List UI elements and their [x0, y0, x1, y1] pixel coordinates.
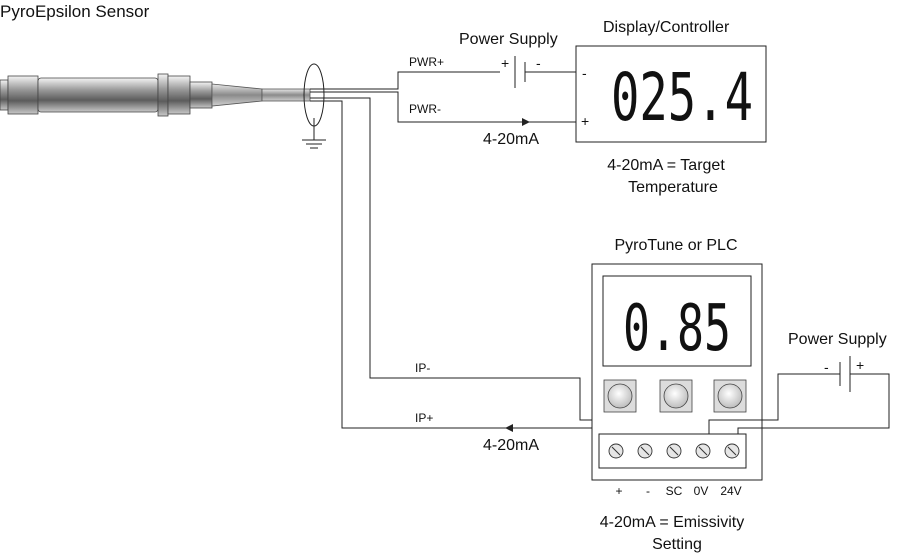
- power-supply-right-plus: +: [856, 357, 864, 373]
- wire-pwr-plus: [310, 71, 586, 90]
- display-terminal-plus: +: [581, 113, 589, 129]
- battery-icon-right: [839, 356, 851, 392]
- power-supply-top-label: Power Supply: [459, 31, 558, 48]
- screw-icon: [724, 443, 740, 459]
- display-box: [575, 45, 767, 143]
- screw-icon: [637, 443, 653, 459]
- power-supply-top-minus: -: [536, 55, 541, 71]
- display-title: Display/Controller: [603, 19, 730, 36]
- terminal-label-minus: -: [646, 484, 650, 498]
- wire-label-pwr-plus: PWR+: [409, 55, 444, 69]
- controller-button-right[interactable]: [713, 379, 747, 413]
- display-note-line1: 4-20mA = Target: [607, 157, 725, 174]
- screw-icon: [608, 443, 624, 459]
- terminal-label-0v: 0V: [694, 484, 709, 498]
- power-supply-right-label: Power Supply: [788, 331, 887, 348]
- controller-reading: 0.85: [623, 292, 731, 366]
- sensor-title: PyroEpsilon Sensor: [0, 2, 150, 21]
- controller-button-middle[interactable]: [659, 379, 693, 413]
- controller-note-line1: 4-20mA = Emissivity: [600, 514, 744, 531]
- screw-icon: [695, 443, 711, 459]
- wire-pwr-minus: [310, 91, 586, 126]
- current-label-top: 4-20mA: [483, 131, 539, 148]
- terminal-label-24v: 24V: [720, 484, 741, 498]
- terminal-screws: [608, 443, 740, 459]
- wire-0v: [737, 373, 890, 434]
- display-reading: 025.4: [611, 59, 753, 136]
- display-note-line2: Temperature: [628, 179, 718, 196]
- wire-ip-plus: [310, 100, 610, 434]
- ground-icon: [302, 118, 326, 149]
- battery-icon-top: [514, 56, 526, 88]
- wire-24v: [708, 373, 840, 434]
- terminal-label-sc: SC: [666, 484, 683, 498]
- controller-note-line2: Setting: [652, 536, 702, 553]
- arrow-icon: [522, 118, 530, 126]
- controller-button-left[interactable]: [603, 379, 637, 413]
- terminal-label-plus: +: [615, 484, 622, 498]
- screw-icon: [666, 443, 682, 459]
- wire-label-ip-plus: IP+: [415, 411, 433, 425]
- current-label-bottom: 4-20mA: [483, 437, 539, 454]
- controller-title: PyroTune or PLC: [614, 237, 737, 254]
- power-supply-top-plus: +: [501, 55, 509, 71]
- controller-screen: [602, 275, 752, 367]
- wire-ip-minus: [310, 97, 629, 434]
- arrow-icon: [505, 424, 513, 432]
- power-supply-right-minus: -: [824, 359, 829, 375]
- sensor-body: [0, 73, 263, 117]
- display-terminal-minus: -: [582, 65, 587, 81]
- wire-label-pwr-minus: PWR-: [409, 102, 441, 116]
- wire-label-ip-minus: IP-: [415, 361, 430, 375]
- sensor-cable: [261, 88, 311, 102]
